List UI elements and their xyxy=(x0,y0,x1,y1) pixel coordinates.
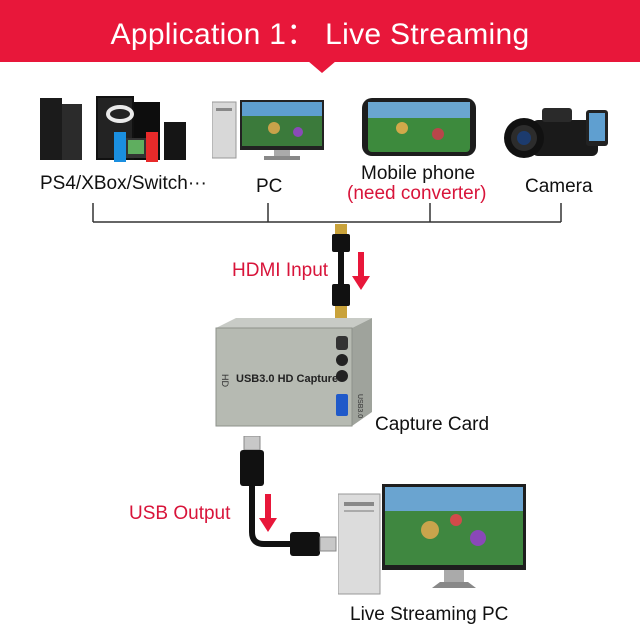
capture-card-label: Capture Card xyxy=(375,414,490,435)
capture-card-hd-text: HD xyxy=(220,374,230,387)
source-label-mobile: Mobile phone xyxy=(361,163,476,184)
game-consoles-icon xyxy=(40,96,186,162)
video-camera-icon xyxy=(504,108,608,158)
capture-card-usb-text: USB3.0 xyxy=(356,394,363,418)
banner-title: Application 1： Live Streaming xyxy=(110,18,530,51)
usb-output-label: USB Output xyxy=(129,503,231,524)
mobile-phone-icon xyxy=(362,98,476,156)
capture-card-icon: HD USB3.0 USB3.0 HD Capture xyxy=(215,318,372,427)
header-banner xyxy=(0,0,640,62)
source-label-pc: PC xyxy=(256,176,283,197)
down-arrow-icon xyxy=(259,494,277,532)
down-arrow-icon xyxy=(352,252,370,290)
destination-label: Live Streaming PC xyxy=(350,604,509,625)
banner-pointer xyxy=(308,61,336,73)
streaming-pc-icon xyxy=(338,484,526,595)
capture-card-body-text: USB3.0 HD Capture xyxy=(236,373,338,385)
source-label-consoles: PS4/XBox/Switch··· xyxy=(40,173,207,194)
usb-cable-icon xyxy=(240,436,337,556)
hdmi-cable-icon xyxy=(332,224,350,318)
pc-monitor-icon xyxy=(212,100,324,160)
source-sublabel-mobile: (need converter) xyxy=(347,183,487,204)
hdmi-input-label: HDMI Input xyxy=(232,260,329,281)
source-label-camera: Camera xyxy=(525,176,593,197)
